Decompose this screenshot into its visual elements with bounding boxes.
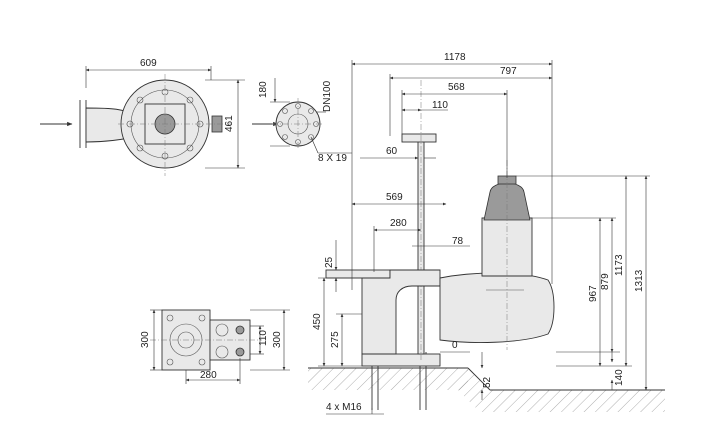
dim-height-1173: 1173	[614, 254, 625, 276]
dim-length-280-upper: 280	[390, 218, 407, 229]
dim-length-797: 797	[500, 66, 517, 77]
base-view: 300 110 300 280	[140, 309, 290, 384]
dim-height-1313: 1313	[634, 269, 645, 292]
dim-length-110: 110	[432, 100, 448, 111]
dim-base-300-right: 300	[272, 331, 283, 348]
outlet-flange	[325, 269, 391, 279]
dim-base-300-left: 300	[140, 331, 151, 348]
dim-base-110: 110	[258, 330, 269, 346]
dim-top-height: 461	[224, 115, 235, 132]
dim-flange-dn: DN100	[322, 80, 333, 112]
dim-base-280: 280	[200, 370, 217, 381]
dim-length-569: 569	[386, 192, 403, 203]
dim-flange-holes: 8 X 19	[318, 153, 347, 164]
flange-view: 180 DN100 8 X 19	[252, 78, 352, 164]
dim-zero: 0	[452, 340, 458, 351]
inlet-flange	[79, 100, 87, 148]
dim-height-25: 25	[324, 256, 335, 268]
rail-top-bracket	[401, 133, 437, 143]
dim-height-450: 450	[312, 313, 323, 330]
dim-height-879: 879	[600, 273, 611, 290]
dim-height-52: 52	[482, 376, 493, 388]
dim-anchor-bolts: 4 x M16	[326, 402, 362, 413]
base-foot	[361, 353, 441, 367]
dim-total-length: 1178	[444, 52, 466, 63]
dim-height-275: 275	[330, 331, 341, 348]
top-view: 609 461	[40, 58, 245, 176]
discharge-bend	[361, 269, 441, 355]
floor-hatch	[308, 368, 468, 390]
dim-height-140: 140	[614, 369, 625, 386]
dim-length-568: 568	[448, 82, 465, 93]
side-elevation: 1178 797 568 110 60 569 280 78 25	[308, 52, 665, 415]
dim-length-60: 60	[386, 146, 398, 157]
pump-volute	[439, 272, 555, 343]
dim-flange-height: 180	[258, 81, 269, 98]
dim-height-967: 967	[588, 285, 599, 302]
dim-top-width: 609	[140, 58, 157, 69]
dim-length-78: 78	[452, 236, 464, 247]
